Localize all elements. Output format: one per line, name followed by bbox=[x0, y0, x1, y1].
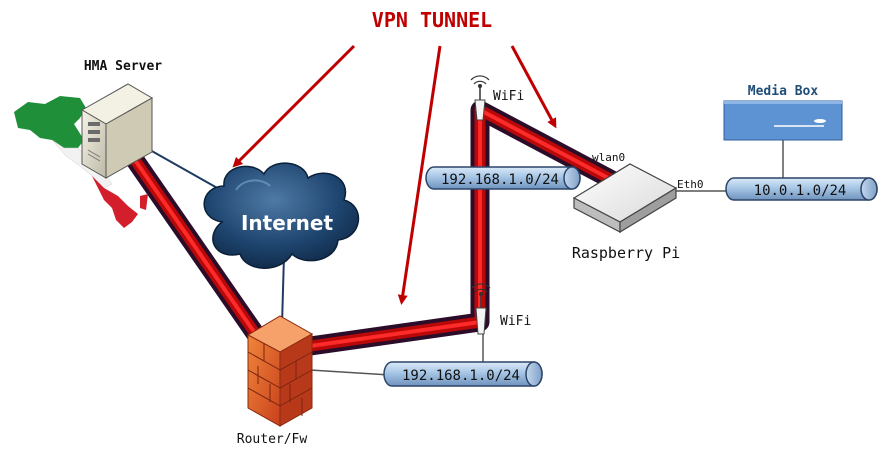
media-box-label: Media Box bbox=[748, 84, 819, 99]
vpn-tunnel-mid bbox=[122, 104, 618, 358]
media-box-icon bbox=[723, 100, 843, 141]
raspberry-pi-icon bbox=[572, 163, 678, 234]
internet-router-link bbox=[281, 254, 285, 326]
raspberry-pi-label: Raspberry Pi bbox=[572, 244, 680, 262]
callout-arrows bbox=[232, 44, 557, 305]
router-label: Router/Fw bbox=[237, 432, 308, 447]
internet-cloud-icon bbox=[203, 162, 360, 269]
wifi-top-label: WiFi bbox=[493, 89, 524, 104]
arrow-to-router-tunnel bbox=[397, 45, 442, 305]
pipe-pi-wifi-label: 192.168.1.0/24 bbox=[441, 172, 559, 188]
vpn-tunnel-title: VPN TUNNEL bbox=[372, 8, 492, 32]
wifi-antenna-bottom-icon bbox=[471, 283, 491, 335]
vpn-tunnel bbox=[118, 100, 622, 362]
arrow-to-internet bbox=[232, 44, 356, 168]
eth-interface-label: Eth0 bbox=[677, 178, 704, 191]
pipe-router-lan: 192.168.1.0/24 bbox=[383, 361, 543, 387]
firewall-icon bbox=[246, 315, 314, 427]
wifi-antenna-top-icon bbox=[470, 75, 490, 121]
pipe-router-lan-label: 192.168.1.0/24 bbox=[402, 368, 520, 384]
pipe-media-lan-label: 10.0.1.0/24 bbox=[754, 183, 847, 199]
wlan-interface-label: wlan0 bbox=[592, 151, 625, 164]
router-lan-link bbox=[309, 369, 391, 376]
server-icon bbox=[80, 83, 154, 179]
internet-label: Internet bbox=[241, 211, 333, 235]
hma-server-label: HMA Server bbox=[84, 59, 162, 74]
pipe-pi-wifi: 192.168.1.0/24 bbox=[425, 166, 581, 190]
arrow-to-pi-tunnel bbox=[510, 45, 557, 129]
wifi-bottom-label: WiFi bbox=[500, 314, 531, 329]
pipe-media-lan: 10.0.1.0/24 bbox=[725, 177, 878, 201]
